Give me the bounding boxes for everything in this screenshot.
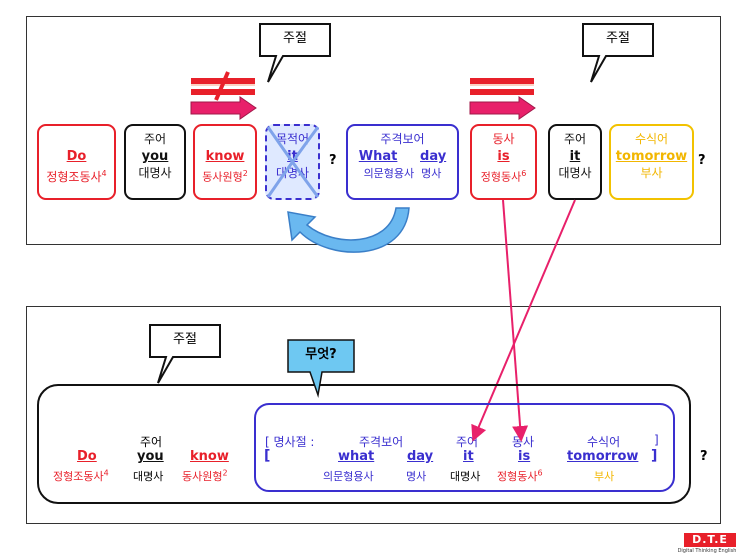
equal-bars-icon bbox=[470, 78, 534, 95]
word-what: What bbox=[358, 149, 398, 164]
sentence-container bbox=[37, 384, 691, 504]
role-it-object: 목적어 bbox=[275, 132, 310, 146]
role-it-subject: 주어 bbox=[563, 132, 587, 146]
word-it-subject: it bbox=[569, 149, 581, 164]
type-it-bottom: 대명사 bbox=[450, 470, 481, 483]
word-day-bottom: day bbox=[407, 449, 434, 464]
clause-label: [ 명사절 : bbox=[265, 435, 315, 449]
what-bubble-outline bbox=[287, 339, 355, 398]
question-mark-bottom: ? bbox=[700, 449, 708, 464]
word-box-do: Do 정형조동사4 bbox=[37, 124, 116, 200]
role-is: 동사 bbox=[492, 132, 515, 146]
role-tomorrow: 수식어 bbox=[634, 132, 669, 146]
word-it-bottom: it bbox=[463, 449, 474, 464]
dte-logo-subtitle: Digital Thinking English bbox=[677, 548, 737, 554]
word-tomorrow-bottom: tomorrow bbox=[567, 449, 639, 464]
type-it-object: 대명사 bbox=[275, 166, 310, 180]
word-you: you bbox=[141, 149, 169, 164]
type-you-bottom: 대명사 bbox=[133, 470, 164, 483]
word-box-know: know 동사원형2 bbox=[193, 124, 257, 200]
type-it-subject: 대명사 bbox=[558, 166, 592, 180]
word-box-tomorrow: 수식어 tomorrow 부사 bbox=[609, 124, 694, 200]
bracket-close: ] bbox=[651, 448, 658, 464]
type-do: 정형조동사 bbox=[46, 170, 102, 184]
curved-move-arrow bbox=[287, 207, 410, 253]
speech-bubble-main-clause-right-text: 주절 bbox=[606, 31, 630, 46]
speech-bubble-main-clause-bottom-text: 주절 bbox=[173, 332, 197, 347]
bubble-outline-right bbox=[582, 23, 654, 83]
type-is-bottom: 정형동사6 bbox=[497, 468, 543, 483]
what-question-bubble-text: 무엇? bbox=[305, 347, 337, 362]
type-is: 정형동사 bbox=[480, 170, 522, 184]
question-mark-1: ? bbox=[329, 153, 337, 168]
role-what-bottom: 주격보어 bbox=[359, 435, 404, 449]
type-know-bottom: 동사원형2 bbox=[182, 468, 228, 483]
role-bracket-close: ] bbox=[654, 433, 659, 447]
type-you: 대명사 bbox=[138, 166, 172, 180]
dte-logo: D.T.E bbox=[684, 533, 736, 547]
word-it-object: it bbox=[287, 149, 298, 164]
type-tomorrow-bottom: 부사 bbox=[594, 470, 615, 483]
bubble-outline-bottom bbox=[149, 324, 221, 384]
word-do: Do bbox=[66, 149, 87, 164]
role-tomorrow-bottom: 수식어 bbox=[587, 435, 621, 449]
word-box-it-subject: 주어 it 대명사 bbox=[548, 124, 602, 200]
word-box-you: 주어 you 대명사 bbox=[124, 124, 186, 200]
word-tomorrow: tomorrow bbox=[615, 149, 688, 164]
role-what-day: 주격보어 bbox=[380, 132, 425, 146]
role-you: 주어 bbox=[143, 132, 167, 146]
cross-out-icon bbox=[266, 126, 320, 198]
pink-arrow-left bbox=[190, 96, 257, 120]
type-what-bottom: 의문형용사 bbox=[323, 470, 374, 483]
not-equal-bars-icon bbox=[191, 71, 255, 101]
pink-arrow-right bbox=[469, 96, 536, 120]
word-what-bottom: what bbox=[338, 449, 375, 464]
type-day: 명사 bbox=[421, 167, 442, 180]
word-is: is bbox=[497, 149, 510, 164]
type-tomorrow: 부사 bbox=[640, 166, 663, 180]
word-box-what-day: 주격보어 What day 의문형용사 명사 bbox=[346, 124, 459, 200]
word-do-bottom: Do bbox=[77, 449, 97, 464]
word-know-bottom: know bbox=[190, 449, 229, 464]
bracket-open: [ bbox=[264, 448, 271, 464]
word-you-bottom: you bbox=[137, 449, 164, 464]
word-day: day bbox=[420, 149, 447, 164]
word-is-bottom: is bbox=[518, 449, 531, 464]
word-know: know bbox=[205, 149, 245, 164]
word-box-is: 동사 is 정형동사6 bbox=[470, 124, 537, 200]
arrow-is-to-bottom bbox=[502, 199, 529, 442]
type-know: 동사원형 bbox=[202, 170, 243, 184]
bubble-outline-left bbox=[259, 23, 331, 83]
question-mark-2: ? bbox=[698, 153, 706, 168]
type-do-bottom: 정형조동사4 bbox=[53, 468, 109, 483]
noun-clause-box bbox=[254, 403, 675, 492]
speech-bubble-main-clause-left-text: 주절 bbox=[283, 31, 307, 46]
role-you-bottom: 주어 bbox=[140, 435, 163, 449]
bottom-panel bbox=[26, 306, 721, 524]
type-what: 의문형용사 bbox=[363, 167, 415, 180]
type-day-bottom: 명사 bbox=[406, 470, 427, 483]
arrow-it-to-bottom bbox=[471, 199, 576, 442]
